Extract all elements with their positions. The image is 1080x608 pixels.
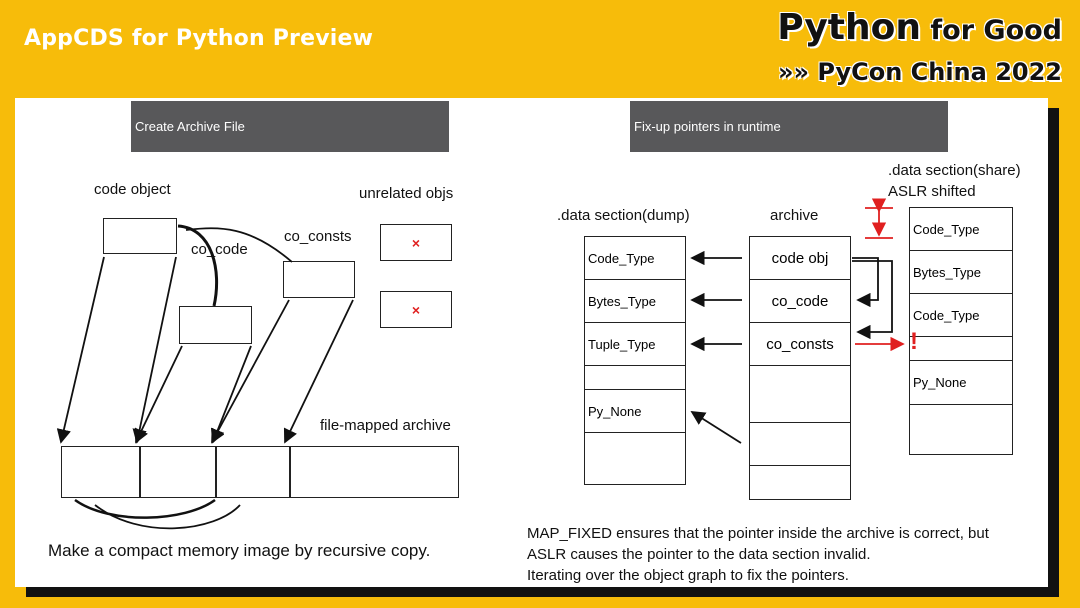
note-line: MAP_FIXED ensures that the pointer insid… xyxy=(527,525,989,542)
archive-divider xyxy=(289,446,291,498)
archive-cell-co-code: co_code xyxy=(749,279,851,323)
share-cell-code-type: Code_Type xyxy=(909,207,1013,251)
file-mapped-archive-label: file-mapped archive xyxy=(320,417,451,434)
note-line: ASLR causes the pointer to the data sect… xyxy=(527,546,871,563)
dump-cell-bytes-type: Bytes_Type xyxy=(584,279,686,323)
brand-arrows-icon: »» xyxy=(778,58,810,86)
share-cell-empty xyxy=(909,404,1013,455)
right-header: Fix-up pointers in runtime xyxy=(630,101,948,152)
archive-divider xyxy=(139,446,141,498)
slide-title: AppCDS for Python Preview xyxy=(24,26,374,51)
dump-section-title: .data section(dump) xyxy=(557,207,690,224)
right-notes: MAP_FIXED ensures that the pointer insid… xyxy=(527,523,989,586)
dump-cell-py-none: Py_None xyxy=(584,389,686,433)
cross-icon: × xyxy=(411,234,421,251)
brand-for-good: for Good xyxy=(921,15,1062,46)
co-consts-box xyxy=(283,261,355,298)
code-object-box xyxy=(103,218,177,254)
unrelated-obj-box-1: × xyxy=(380,224,452,261)
dump-cell-code-type: Code_Type xyxy=(584,236,686,280)
unrelated-obj-box-2: × xyxy=(380,291,452,328)
left-header: Create Archive File xyxy=(131,101,449,152)
dump-cell-tuple-type: Tuple_Type xyxy=(584,322,686,366)
archive-cell-empty xyxy=(749,422,851,466)
co-code-label: co_code xyxy=(191,241,248,258)
cross-icon: × xyxy=(411,301,421,318)
co-consts-label: co_consts xyxy=(284,228,352,245)
share-cell-bytes-type: Bytes_Type xyxy=(909,250,1013,294)
brand-pycon: PyCon China 2022 xyxy=(817,58,1062,86)
dump-cell-empty xyxy=(584,365,686,390)
brand-logo-line1: Python for Good xyxy=(777,10,1062,46)
file-mapped-archive xyxy=(61,446,459,498)
archive-cell-empty xyxy=(749,465,851,500)
note-line: Iterating over the object graph to fix t… xyxy=(527,567,849,584)
warning-icon: ! xyxy=(910,328,918,355)
archive-cell-code-obj: code obj xyxy=(749,236,851,280)
co-code-box xyxy=(179,306,252,344)
archive-cell-co-consts: co_consts xyxy=(749,322,851,366)
archive-cell-empty xyxy=(749,365,851,423)
unrelated-objs-label: unrelated objs xyxy=(359,185,454,202)
dump-cell-empty xyxy=(584,432,686,485)
archive-divider xyxy=(215,446,217,498)
share-cell-py-none: Py_None xyxy=(909,360,1013,405)
brand-logo-line2: »» PyCon China 2022 xyxy=(778,58,1062,86)
left-caption: Make a compact memory image by recursive… xyxy=(48,541,431,560)
share-cell-empty xyxy=(909,336,1013,361)
code-object-label: code object xyxy=(94,181,171,198)
share-cell-code-type-2: Code_Type xyxy=(909,293,1013,337)
share-section-title: .data section(share) xyxy=(888,162,1021,179)
archive-title: archive xyxy=(770,207,819,224)
brand-python: Python xyxy=(777,7,921,48)
aslr-shifted-label: ASLR shifted xyxy=(888,183,976,200)
